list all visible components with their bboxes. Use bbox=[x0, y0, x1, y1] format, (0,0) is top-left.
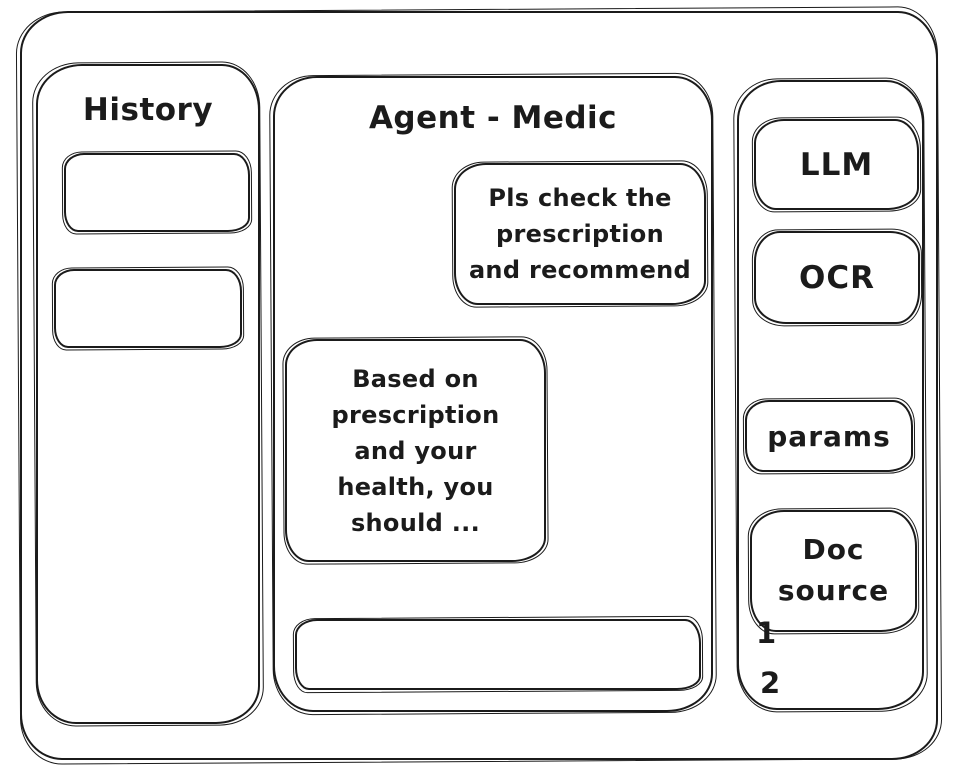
doc-source-item-2[interactable]: 2 bbox=[760, 666, 781, 700]
tools-panel: LLM OCR params Doc source 1 2 bbox=[737, 80, 924, 710]
params-button[interactable]: params bbox=[745, 400, 913, 472]
user-message-bubble: Pls check the prescription and recommend bbox=[454, 163, 706, 305]
assistant-message-bubble: Based on prescription and your health, y… bbox=[285, 339, 546, 562]
chat-input-box bbox=[295, 619, 701, 690]
chat-input[interactable] bbox=[297, 621, 699, 688]
history-item-1[interactable] bbox=[64, 153, 250, 232]
chat-panel: Agent - Medic Pls check the prescription… bbox=[273, 76, 713, 712]
ocr-button[interactable]: OCR bbox=[754, 231, 920, 324]
doc-source-item-1[interactable]: 1 bbox=[756, 616, 777, 650]
chat-title: Agent - Medic bbox=[368, 100, 618, 136]
history-item-2[interactable] bbox=[54, 269, 242, 348]
llm-button[interactable]: LLM bbox=[754, 119, 919, 210]
doc-source-button[interactable]: Doc source bbox=[750, 510, 917, 632]
history-title: History bbox=[82, 92, 214, 128]
history-panel: History bbox=[36, 64, 260, 724]
